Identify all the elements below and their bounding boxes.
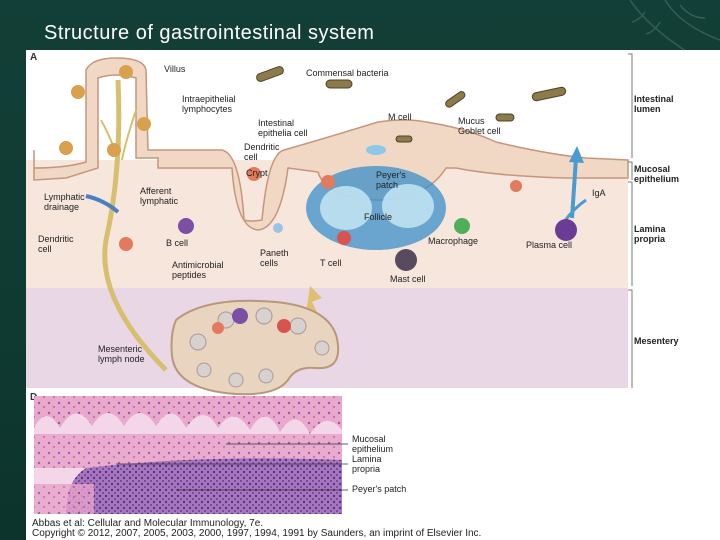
label-peyers-patch-2: patch: [376, 180, 398, 190]
region-intestinal-lumen-1: Intestinal: [634, 94, 674, 104]
follicle-right: [382, 184, 434, 228]
label-antimicrobial-2: peptides: [172, 270, 207, 280]
region-lamina-propria-2: propria: [634, 234, 666, 244]
region-lamina-propria-1: Lamina: [634, 224, 667, 234]
label-goblet-cell: Goblet cell: [458, 126, 501, 136]
region-mesentery: Mesentery: [634, 336, 679, 346]
label-afferent-2: lymphatic: [140, 196, 179, 206]
region-mucosal-epithelium-2: epithelium: [634, 174, 679, 184]
lymph-node-follicles: [189, 307, 330, 388]
label-villus: Villus: [164, 64, 186, 74]
label-lymphatic-drainage-2: drainage: [44, 202, 79, 212]
lymphatic-vessel: [102, 79, 168, 372]
label-crypt: Crypt: [246, 168, 268, 178]
slide-title: Structure of gastrointestinal system: [44, 22, 375, 44]
label-intraepithelial-2: lymphocytes: [182, 104, 233, 114]
label-d-lamina-1: Lamina: [352, 454, 382, 464]
label-t-cell: T cell: [320, 258, 341, 268]
label-commensal-bacteria: Commensal bacteria: [306, 68, 389, 78]
lymphatic-drainage-arrow: [85, 194, 120, 214]
label-follicle: Follicle: [364, 212, 392, 222]
label-dendritic-lower-1: Dendritic: [38, 234, 74, 244]
panel-a-letter: A: [30, 52, 37, 63]
label-paneth-2: cells: [260, 258, 279, 268]
follicle-left: [320, 186, 372, 230]
commensal-bacteria: [256, 66, 567, 143]
epithelium: [33, 57, 629, 231]
label-d-lamina-2: propria: [352, 464, 380, 474]
histology-image: [34, 396, 342, 514]
label-afferent-1: Afferent: [140, 186, 172, 196]
iga-arrow: [570, 157, 578, 219]
label-d-mucosal-1: Mucosal: [352, 434, 386, 444]
label-mast-cell: Mast cell: [390, 274, 426, 284]
credit-line-1: Abbas et al: Cellular and Molecular Immu…: [32, 518, 264, 529]
immune-cells: [59, 65, 577, 271]
label-d-peyers-patch: Peyer's patch: [352, 484, 406, 494]
label-intestinal-epi-1: Intestinal: [258, 118, 294, 128]
credit-line-2: Copyright © 2012, 2007, 2005, 2003, 2000…: [32, 528, 482, 539]
region-mucosal-epithelium-1: Mucosal: [634, 164, 670, 174]
label-mln-1: Mesenteric: [98, 344, 143, 354]
label-macrophage: Macrophage: [428, 236, 478, 246]
label-mln-2: lymph node: [98, 354, 145, 364]
label-intestinal-epi-2: epithelia cell: [258, 128, 308, 138]
label-antimicrobial-1: Antimicrobial: [172, 260, 224, 270]
label-dendritic-upper-2: cell: [244, 152, 258, 162]
label-b-cell: B cell: [166, 238, 188, 248]
label-mucus: Mucus: [458, 116, 485, 126]
mln-arrow: [306, 286, 322, 314]
histology-leaders: [116, 443, 348, 491]
label-dendritic-upper-1: Dendritic: [244, 142, 280, 152]
label-iga: IgA: [592, 188, 606, 198]
label-d-mucosal-2: epithelium: [352, 444, 393, 454]
label-plasma-cell: Plasma cell: [526, 240, 572, 250]
gi-diagram: A D Villus Commensal bacteria Intraepith…: [26, 50, 679, 514]
label-m-cell: M cell: [388, 112, 412, 122]
label-peyers-patch-1: Peyer's: [376, 170, 406, 180]
region-brackets: [628, 53, 633, 388]
region-intestinal-lumen-2: lumen: [634, 104, 661, 114]
figure: A D Villus Commensal bacteria Intraepith…: [26, 50, 720, 540]
label-lymphatic-drainage-1: Lymphatic: [44, 192, 85, 202]
label-intraepithelial-1: Intraepithelial: [182, 94, 236, 104]
label-paneth-1: Paneth: [260, 248, 289, 258]
panel-d-letter: D: [30, 392, 37, 403]
label-dendritic-lower-2: cell: [38, 244, 52, 254]
